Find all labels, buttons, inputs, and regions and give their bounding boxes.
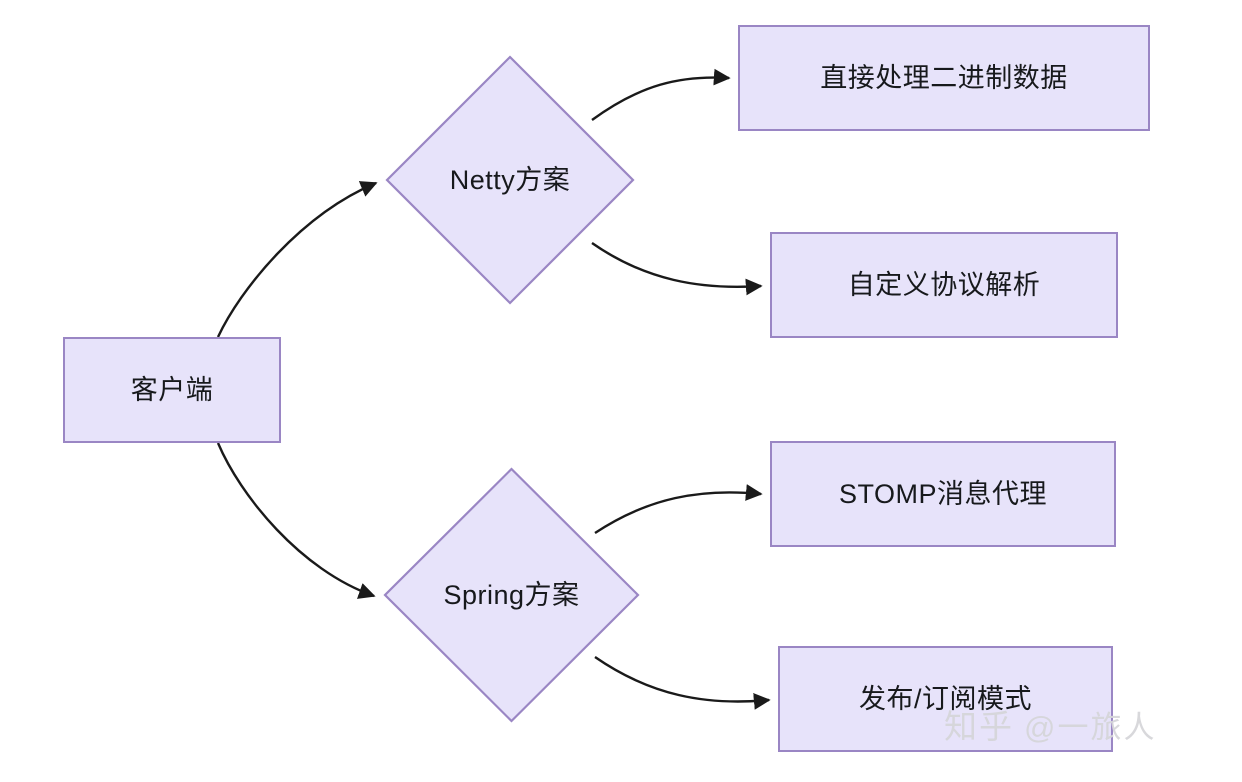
node-custom-protocol[interactable]: 自定义协议解析 [770,232,1118,338]
zhihu-logo-text: 知乎 [944,708,1014,745]
diamond-shape-netty [385,55,635,305]
node-client-label: 客户端 [130,374,214,405]
node-pubsub[interactable]: 发布/订阅模式 [778,646,1113,752]
node-binary-data-label: 直接处理二进制数据 [820,62,1068,93]
node-client[interactable]: 客户端 [63,337,281,443]
node-spring-label: Spring方案 [443,579,580,610]
node-spring-text: Spring方案 [383,467,640,723]
node-netty[interactable]: Netty方案 [385,55,635,305]
watermark: 知乎 @一旅人 [944,700,1156,748]
node-stomp-broker-label: STOMP消息代理 [838,478,1047,509]
watermark-handle: @一旅人 [1024,709,1157,745]
node-binary-data[interactable]: 直接处理二进制数据 [738,25,1150,131]
node-stomp-broker[interactable]: STOMP消息代理 [770,441,1116,547]
diamond-shape-spring [383,467,640,723]
node-spring[interactable]: Spring方案 [383,467,640,723]
node-netty-text: Netty方案 [385,55,635,305]
node-netty-label: Netty方案 [449,164,571,195]
edge-client-to-spring [216,442,376,599]
edge-client-to-netty [216,181,378,338]
node-pubsub-label: 发布/订阅模式 [858,683,1032,714]
node-custom-protocol-label: 自定义协议解析 [847,269,1041,300]
